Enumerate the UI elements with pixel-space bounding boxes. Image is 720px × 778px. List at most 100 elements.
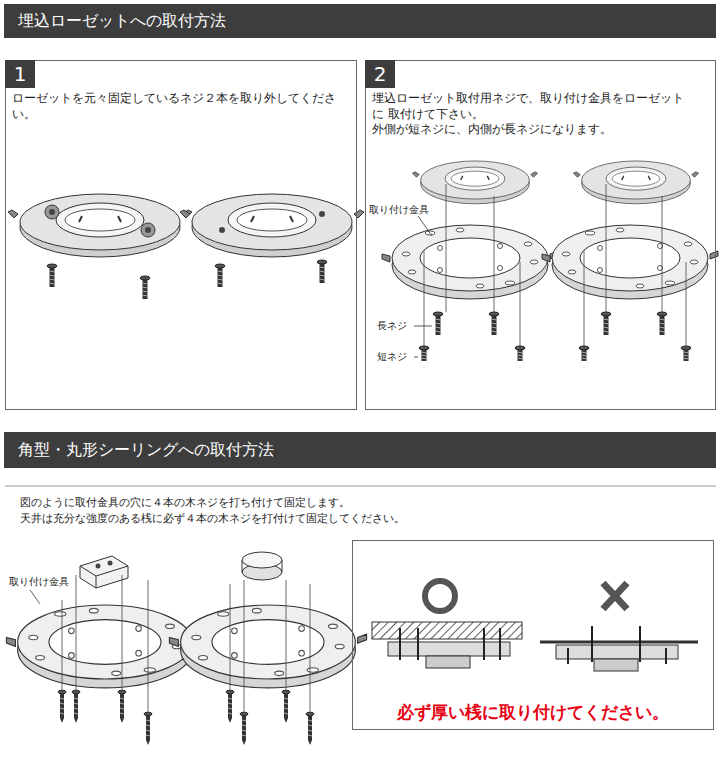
good-bad-illustration-part	[568, 626, 666, 664]
ceiling-illustration	[6, 552, 366, 745]
ceiling-illustration-part	[80, 566, 128, 588]
panel2-illustration-part	[433, 312, 443, 335]
ceiling-illustration-part-part	[122, 575, 123, 690]
panel2-illustration-part	[489, 312, 499, 335]
panel2-illustration-part-part	[418, 216, 432, 236]
step-number-text: 2	[365, 60, 395, 88]
section-title: 埋込ローゼットへの取付方法	[18, 4, 716, 38]
section-title: 角型・丸形シーリングへの取付方法	[18, 432, 716, 468]
good-bad-illustration-part-part	[399, 628, 401, 660]
ceiling-illustration-part	[118, 690, 126, 723]
good-bad-illustration-part	[556, 645, 678, 659]
panel1-illustration-part	[180, 194, 364, 257]
good-bad-illustration-part-part	[567, 648, 569, 664]
ceiling-illustration-part-part	[62, 600, 63, 690]
panel2-illustration-part	[424, 184, 686, 346]
section-band: 埋込ローゼットへの取付方法	[4, 4, 716, 38]
panel1-illustration-part	[145, 227, 151, 233]
panel1-illustration-part	[319, 211, 325, 217]
panel2-illustration-part	[542, 225, 718, 299]
ceiling-illustration-part-part	[230, 584, 231, 690]
panel1-illustration-part	[141, 223, 155, 237]
good-bad-illustration-part	[594, 659, 638, 671]
part-label: 短ネジ	[376, 350, 408, 363]
ceiling-illustration-part-part	[244, 580, 245, 712]
good-bad-illustration-part	[388, 642, 510, 656]
part-label: 取り付け金具	[368, 203, 430, 216]
good-bad-illustration-part	[540, 641, 698, 644]
panel1-illustration	[8, 194, 364, 299]
good-bad-illustration-part	[603, 583, 627, 609]
ceiling-illustration-part-part	[30, 590, 40, 604]
step-panel: ローゼットを元々固定しているネジ２本を取り外してください。 1	[5, 60, 357, 410]
panel1-illustration-part	[49, 209, 55, 215]
ceiling-illustration-part-part	[148, 580, 149, 712]
ceiling-illustration-part	[6, 605, 203, 688]
panel2-illustration-part-part	[520, 262, 521, 346]
ceiling-illustration-part	[282, 690, 290, 723]
instruction-text: 必ず厚い桟に取り付けてください。	[353, 701, 713, 723]
ceiling-illustration-part	[108, 561, 113, 566]
panel1-illustration-part	[45, 205, 59, 219]
good-bad-illustration-part-part	[591, 626, 593, 662]
panel2-illustration-part	[414, 216, 432, 357]
ceiling-illustration-part-part	[76, 575, 77, 690]
section-rule	[5, 486, 716, 487]
step-number: 1	[5, 60, 35, 88]
good-bad-illustration-part-part	[483, 628, 485, 660]
panel1-illustration-part	[215, 264, 225, 287]
ceiling-illustration-part	[240, 712, 248, 745]
instruction-text: 図のように取付金具の穴に４本の木ネジを打ち付けて固定します。	[20, 496, 350, 510]
panel2-illustration-part-part	[446, 184, 447, 312]
panel1-illustration-part	[140, 276, 150, 299]
panel1-illustration-part	[219, 227, 225, 233]
panel1-illustration-part	[8, 194, 192, 257]
instruction-text: 天井は充分な強度のある桟に必ず４本の木ネジを打付けて固定してください。	[20, 512, 405, 526]
panel2-illustration-part	[601, 312, 611, 335]
part-label: 長ネジ	[376, 319, 408, 332]
ceiling-illustration-part	[242, 552, 282, 568]
panel2-illustration-part	[419, 346, 429, 361]
panel2-illustration-part	[681, 346, 691, 361]
good-bad-illustration-part	[425, 581, 455, 611]
panel2-illustration-part-part	[686, 262, 687, 346]
panel1-illustration-part	[47, 264, 57, 287]
ceiling-illustration-part	[306, 712, 314, 745]
panel2-illustration-part-part	[662, 196, 663, 312]
panel2-illustration-part	[515, 346, 525, 361]
ceiling-illustration-part	[144, 712, 152, 745]
ceiling-illustration-part	[226, 690, 234, 723]
ceiling-illustration-part-part	[310, 584, 311, 712]
section-band: 角型・丸形シーリングへの取付方法	[4, 432, 716, 468]
panel2-illustration	[382, 161, 718, 361]
ceiling-illustration-part	[80, 556, 128, 588]
panel1-illustration-part	[317, 260, 327, 283]
panel2-illustration-part-part	[414, 357, 418, 358]
instruction-text: 外側が短ネジに、内側が長ネジになります。	[372, 122, 686, 138]
instruction-text: ローゼットを元々固定しているネジ２本を取り外してください。	[12, 91, 350, 122]
panel2-illustration-part	[382, 225, 558, 299]
good-bad-illustration	[372, 581, 698, 671]
panel2-illustration-part-part	[494, 196, 495, 312]
ceiling-illustration-part	[169, 605, 366, 688]
good-bad-illustration-part-part	[499, 628, 501, 660]
panel2-illustration-part-part	[584, 250, 585, 346]
good-bad-illustration-part-part	[417, 628, 419, 660]
step-number: 2	[365, 60, 395, 88]
good-bad-illustration-part	[400, 628, 500, 660]
instruction-text: 埋込ローゼット取付用ネジで、取り付け金具をローゼットに 取付けて下さい。	[372, 91, 686, 122]
panel2-illustration-part-part	[424, 250, 425, 346]
panel2-illustration-part	[657, 312, 667, 335]
panel2-illustration-part-part	[606, 184, 607, 312]
panel2-illustration-part	[573, 161, 698, 204]
ceiling-illustration-part-part	[286, 580, 287, 690]
ceiling-illustration-part	[58, 690, 66, 723]
good-bad-illustration-part-part	[639, 626, 641, 662]
ceiling-illustration-part	[96, 564, 101, 569]
good-bad-illustration-part	[426, 656, 470, 668]
part-label: 取り付け金具	[8, 575, 70, 588]
panel2-illustration-part	[412, 161, 537, 204]
step-number-text: 1	[5, 60, 35, 88]
good-bad-illustration-part-part	[665, 648, 667, 664]
